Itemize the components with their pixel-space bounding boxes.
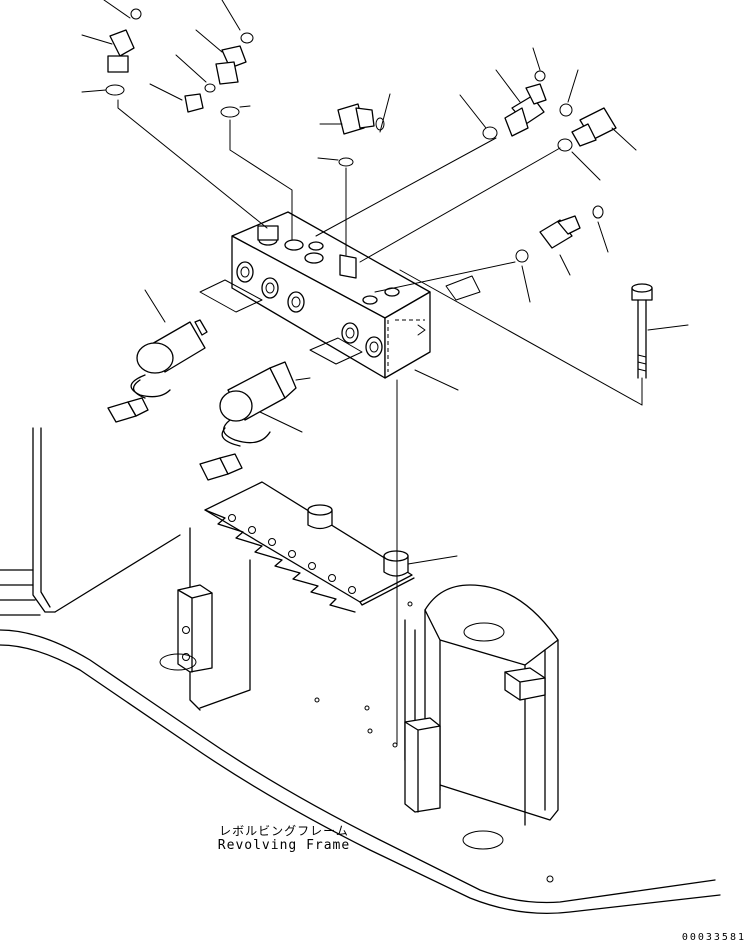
mounting-bracket	[204, 481, 458, 613]
solenoid-valve-lower	[199, 361, 311, 481]
valve-block	[231, 211, 459, 391]
drawing-number: 00033581	[681, 932, 746, 943]
top-fittings	[81, 0, 643, 406]
frame-label-en: Revolving Frame	[217, 838, 351, 853]
frame-label-ja: レボルビングフレーム	[219, 824, 349, 838]
revolving-frame	[0, 427, 721, 914]
long-bolt	[631, 283, 689, 406]
solenoid-valve-upper	[107, 289, 208, 423]
gasket-plates	[199, 275, 481, 365]
